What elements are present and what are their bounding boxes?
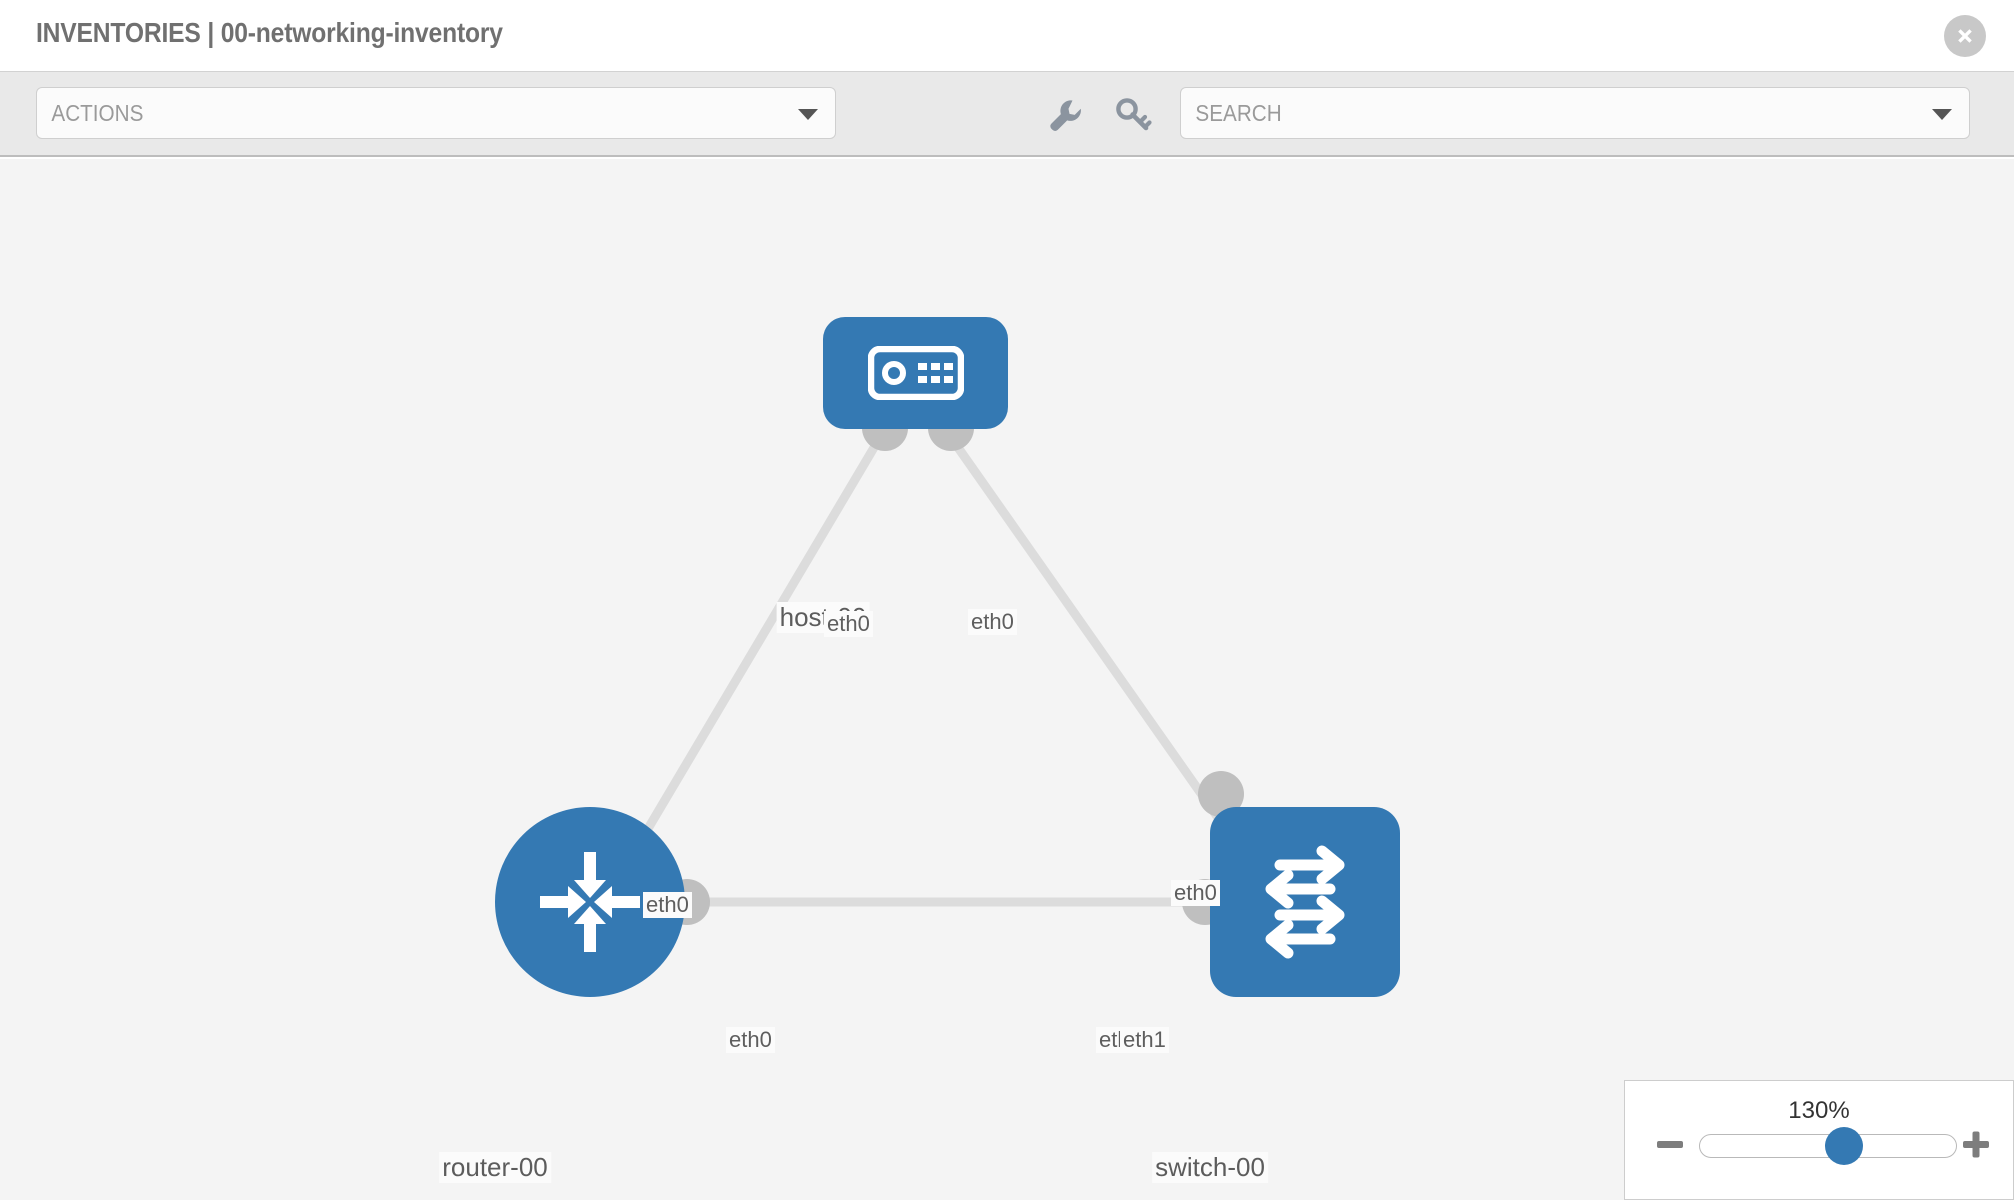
close-icon[interactable] <box>1944 15 1986 57</box>
chevron-down-icon <box>798 109 818 120</box>
edge-host-switch <box>940 424 1245 854</box>
server-appliance-icon <box>867 346 964 400</box>
minus-icon <box>1657 1141 1683 1148</box>
zoom-level-value: 130% <box>1788 1097 1850 1124</box>
zoom-slider-thumb[interactable] <box>1825 1127 1864 1165</box>
key-icon[interactable] <box>1112 94 1154 136</box>
node-label-switch-00: switch-00 <box>1152 1152 1268 1183</box>
page-header: INVENTORIES | 00-networking-inventory <box>0 0 2014 71</box>
edge-label-host-switch-near-switch: eth0 <box>1171 880 1220 906</box>
wrench-glyph <box>1050 100 1081 131</box>
edge-label-router-switch-near-switch: eth1 <box>1120 1027 1169 1053</box>
topology-canvas[interactable]: host-00 <box>0 159 2014 1200</box>
edge-label-host-router-near-router: eth0 <box>643 892 692 918</box>
page-title: INVENTORIES | 00-networking-inventory <box>36 17 503 48</box>
edge-label-host-switch-near-host: eth0 <box>968 609 1017 635</box>
chevron-down-icon <box>1932 109 1952 120</box>
edge-host-router <box>625 424 890 864</box>
topology-edges <box>625 424 1255 907</box>
zoom-control-panel: 130% <box>1624 1080 2014 1200</box>
host-node-shape[interactable] <box>823 317 1008 429</box>
zoom-slider-track[interactable] <box>1699 1127 1957 1165</box>
switch-arrows-icon <box>1265 845 1345 959</box>
toolbar: ACTIONS SEARCH <box>0 71 2014 157</box>
edge-label-router-switch-near-router: eth0 <box>726 1027 775 1053</box>
search-input-placeholder: SEARCH <box>1195 99 1282 126</box>
zoom-in-button[interactable] <box>1961 1129 1991 1159</box>
edge-label-host-router-near-host: eth0 <box>824 611 873 637</box>
router-arrows-icon <box>540 852 640 952</box>
search-dropdown[interactable]: SEARCH <box>1180 87 1970 139</box>
key-glyph <box>1116 98 1152 131</box>
actions-dropdown[interactable]: ACTIONS <box>36 87 836 139</box>
actions-dropdown-label: ACTIONS <box>51 99 144 126</box>
switch-node-shape[interactable] <box>1210 807 1400 997</box>
wrench-icon[interactable] <box>1043 94 1085 136</box>
node-label-router-00: router-00 <box>439 1152 551 1183</box>
zoom-out-button[interactable] <box>1655 1129 1685 1159</box>
plus-icon <box>1963 1131 1989 1158</box>
close-x-glyph <box>1958 29 1972 43</box>
